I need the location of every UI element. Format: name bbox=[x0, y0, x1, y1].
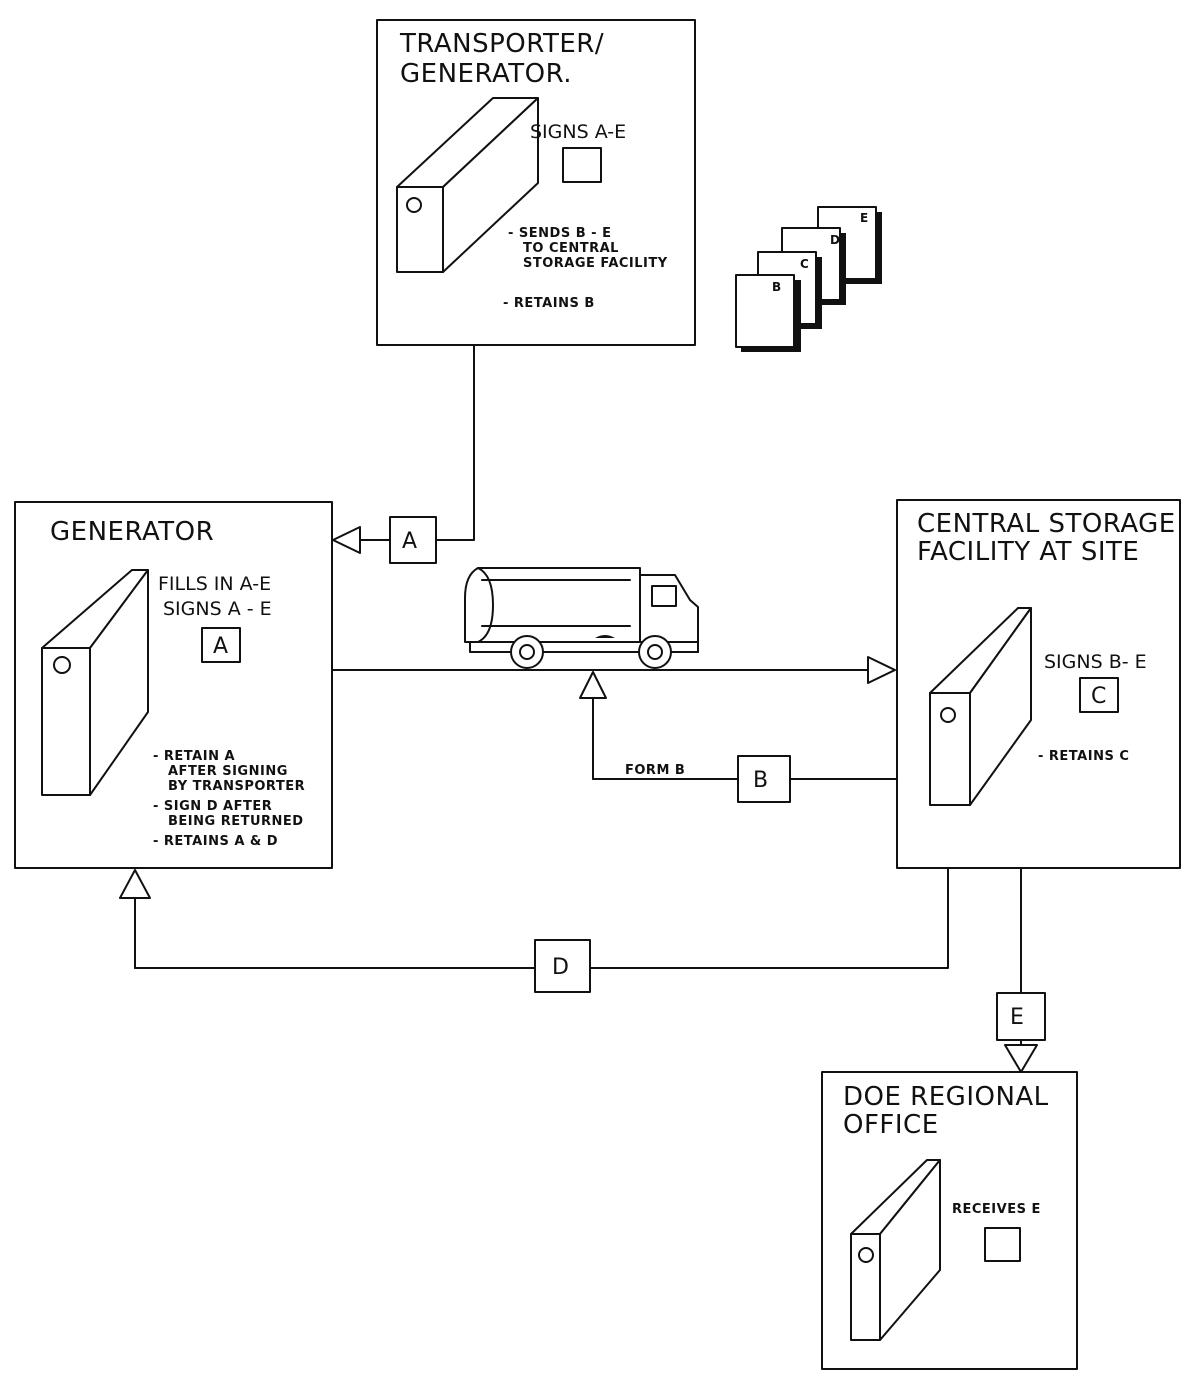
transporter-note1-line3: STORAGE FACILITY bbox=[523, 256, 668, 271]
transporter-note1-line1: - SENDS B - E bbox=[508, 226, 611, 241]
doe-receives-text: RECEIVES E bbox=[952, 1202, 1041, 1217]
transporter-note1-line2: TO CENTRAL bbox=[523, 241, 619, 256]
flow-e-arrowhead bbox=[1005, 1045, 1037, 1072]
flow-d-connector: D bbox=[120, 868, 948, 992]
generator-title: GENERATOR bbox=[50, 517, 214, 547]
doe-file-cabinet-icon bbox=[851, 1160, 940, 1340]
generator-note1-line2: AFTER SIGNING bbox=[168, 764, 288, 779]
doe-office-box: DOE REGIONAL OFFICE RECEIVES E bbox=[822, 1072, 1077, 1369]
generator-note2-line2: BEING RETURNED bbox=[168, 814, 304, 829]
central-title-line1: CENTRAL STORAGE bbox=[917, 509, 1176, 539]
transporter-note2: - RETAINS B bbox=[503, 296, 595, 311]
central-form-label: C bbox=[1091, 684, 1106, 709]
generator-file-cabinet-icon bbox=[42, 570, 148, 795]
tanker-truck-icon bbox=[465, 568, 698, 668]
flow-d-arrowhead bbox=[120, 870, 150, 898]
generator-fills-text: FILLS IN A-E bbox=[158, 573, 271, 595]
generator-note2-line1: - SIGN D AFTER bbox=[153, 799, 272, 814]
generator-note1-line3: BY TRANSPORTER bbox=[168, 779, 305, 794]
flow-a-label: A bbox=[402, 529, 417, 554]
svg-text:E: E bbox=[860, 211, 868, 225]
svg-text:C: C bbox=[800, 257, 809, 271]
transporter-box: TRANSPORTER/ GENERATOR. SIGNS A-E - SEND… bbox=[377, 20, 695, 345]
generator-signs-text: SIGNS A - E bbox=[163, 598, 272, 620]
flow-e-connector: E bbox=[997, 868, 1045, 1072]
flow-b-arrowhead bbox=[580, 672, 606, 698]
flow-e-label: E bbox=[1010, 1005, 1024, 1030]
flow-d-label: D bbox=[552, 955, 569, 980]
generator-note3: - RETAINS A & D bbox=[153, 834, 278, 849]
flow-b-caption: FORM B bbox=[625, 763, 685, 778]
shipment-arrowhead bbox=[868, 657, 895, 683]
generator-box: GENERATOR FILLS IN A-E SIGNS A - E A - R… bbox=[15, 502, 332, 868]
central-storage-box: CENTRAL STORAGE FACILITY AT SITE SIGNS B… bbox=[897, 500, 1180, 868]
doe-title-line1: DOE REGIONAL bbox=[843, 1082, 1049, 1112]
svg-text:D: D bbox=[830, 233, 840, 247]
central-signs-text: SIGNS B- E bbox=[1044, 651, 1147, 673]
forms-stack: E D C B bbox=[736, 207, 882, 352]
central-note: - RETAINS C bbox=[1038, 749, 1129, 764]
generator-form-label: A bbox=[213, 634, 228, 659]
doe-disk-label: O bbox=[0, 0, 10, 3]
generator-note1-line1: - RETAIN A bbox=[153, 749, 235, 764]
form-sheet-b: B bbox=[736, 275, 801, 352]
svg-text:B: B bbox=[772, 280, 781, 294]
doe-title-line2: OFFICE bbox=[843, 1110, 939, 1140]
central-file-cabinet-icon bbox=[930, 608, 1031, 805]
flow-a-connector: A bbox=[333, 345, 474, 563]
flow-a-arrowhead bbox=[333, 527, 360, 553]
transporter-file-cabinet-icon bbox=[397, 98, 538, 272]
shipment-connector bbox=[332, 657, 895, 683]
doe-form-box bbox=[985, 1228, 1020, 1261]
central-title-line2: FACILITY AT SITE bbox=[917, 537, 1139, 567]
transporter-signs-text: SIGNS A-E bbox=[530, 121, 626, 143]
flow-b-label: B bbox=[753, 768, 768, 793]
transporter-title-line1: TRANSPORTER/ bbox=[399, 29, 604, 59]
transporter-title-line2: GENERATOR. bbox=[400, 59, 572, 89]
flow-b-connector: FORM B B bbox=[580, 672, 897, 802]
transporter-form-box bbox=[563, 148, 601, 182]
